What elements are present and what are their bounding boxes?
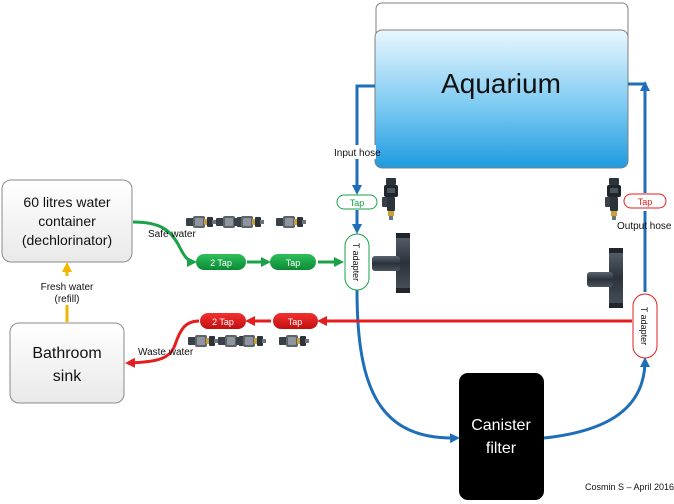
aquarium: Aquarium	[374, 2, 629, 169]
t-adapter-right-pill: T adapter	[632, 293, 658, 359]
canister-filter: Canister filter	[459, 373, 544, 500]
red-2tap-pill: 2 Tap	[200, 313, 246, 329]
green-tap-pill-label: Tap	[286, 258, 301, 268]
tap-output-pill-label: Tap	[638, 197, 653, 207]
water-container: 60 litres water container (dechlorinator…	[1, 179, 133, 263]
tap-input-pill: Tap	[336, 194, 378, 210]
t-piece-icon	[587, 248, 623, 308]
tap-input-pill-label: Tap	[350, 198, 365, 208]
tap-valve-icon	[382, 178, 398, 220]
hose-connector-icon	[188, 335, 266, 347]
sink-label-line2: sink	[53, 368, 82, 385]
filter-to-tadapter-line	[543, 357, 650, 440]
red-tap-pill: Tap	[273, 313, 318, 329]
container-label-line2: container	[38, 213, 96, 229]
hose-connector-icon	[279, 335, 309, 347]
tap-output-pill: Tap	[623, 193, 667, 209]
container-label-line1: 60 litres water	[23, 194, 110, 210]
t-adapter-left-pill: T adapter	[344, 233, 370, 291]
filter-label-line2: filter	[486, 440, 517, 457]
fresh-water-label-line2: (refill)	[55, 294, 80, 305]
tap-valve-icon	[605, 178, 621, 220]
bathroom-sink: Bathroom sink	[9, 322, 125, 404]
credit-text: Cosmin S – April 2016	[585, 482, 674, 492]
tadapter-to-filter-line	[355, 289, 460, 444]
t-adapter-left-label: T adapter	[351, 243, 361, 281]
hose-connector-icon	[276, 216, 306, 228]
output-hose-label: Output hose	[617, 221, 672, 232]
container-label-line3: (dechlorinator)	[22, 232, 112, 248]
filter-label-line1: Canister	[471, 417, 531, 434]
output-hose-line	[628, 82, 647, 193]
waste-water-line	[125, 319, 200, 368]
green-tap-pill: Tap	[270, 254, 316, 270]
red-flow	[125, 316, 632, 368]
blue-flow	[352, 81, 650, 444]
red-tap-pill-label: Tap	[288, 317, 303, 327]
input-hose-line	[352, 84, 375, 195]
input-hose-label: Input hose	[334, 148, 381, 159]
safe-water-line	[132, 220, 197, 267]
green-2tap-pill-label: 2 Tap	[210, 258, 232, 268]
aquarium-label: Aquarium	[441, 68, 561, 99]
safe-water-label: Safe water	[148, 229, 196, 240]
red-2tap-pill-label: 2 Tap	[212, 317, 234, 327]
green-flow	[132, 220, 344, 267]
green-2tap-pill: 2 Tap	[196, 254, 246, 270]
hose-connector-icon	[186, 216, 264, 228]
t-piece-icon	[372, 233, 410, 293]
sink-label-line1: Bathroom	[32, 345, 101, 362]
waste-water-label: Waste water	[138, 347, 194, 358]
fresh-water-label-line1: Fresh water	[41, 282, 94, 293]
input-hose-label-bg	[332, 145, 376, 159]
t-adapter-right-label: T adapter	[639, 307, 649, 345]
